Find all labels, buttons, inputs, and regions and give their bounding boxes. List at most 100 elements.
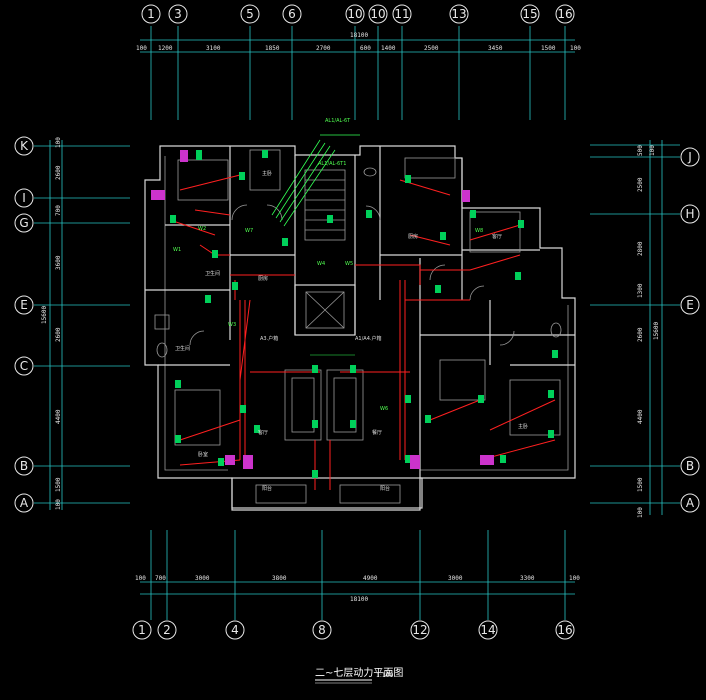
- svg-text:W8: W8: [475, 228, 483, 234]
- svg-text:客厅: 客厅: [258, 429, 268, 436]
- svg-text:E: E: [20, 298, 28, 312]
- svg-text:AL1/AL-6T1: AL1/AL-6T1: [318, 161, 346, 167]
- axis-bubble-icon: J: [680, 147, 700, 167]
- svg-text:100: 100: [55, 137, 62, 148]
- axis-bubble-icon: H: [680, 204, 700, 224]
- outlet-icon: [196, 150, 202, 160]
- svg-text:700: 700: [155, 575, 166, 582]
- svg-text:主卧: 主卧: [262, 170, 272, 177]
- svg-text:10: 10: [347, 7, 362, 21]
- svg-text:餐厅: 餐厅: [372, 429, 382, 436]
- outlet-icon: [500, 455, 506, 463]
- outlet-icon: [312, 365, 318, 373]
- axis-bubble-icon: 13: [449, 4, 469, 24]
- svg-text:A: A: [686, 496, 695, 510]
- svg-text:1300: 1300: [637, 283, 644, 298]
- room-labels: 卫生间 厨房 阳台 卧室 客厅 主卧 餐厅 卫生间 厨房 主卧 客厅 阳台: [175, 170, 528, 492]
- svg-text:W5: W5: [345, 261, 353, 267]
- svg-text:600: 600: [360, 45, 371, 52]
- panel-box-icon: [225, 455, 235, 465]
- svg-text:1500: 1500: [637, 477, 644, 492]
- axis-bubble-icon: G: [14, 213, 34, 233]
- svg-text:15: 15: [522, 7, 537, 21]
- svg-text:B: B: [686, 459, 694, 473]
- outlet-icon: [254, 425, 260, 433]
- axis-bubble-icon: 6: [282, 4, 302, 24]
- svg-text:11: 11: [394, 7, 409, 21]
- outlet-icon: [366, 210, 372, 218]
- svg-text:18100: 18100: [350, 596, 368, 603]
- outlet-icon: [548, 430, 554, 438]
- svg-text:W7: W7: [245, 228, 253, 234]
- outlet-icon: [239, 172, 245, 180]
- outlet-icon: [425, 415, 431, 423]
- grid-lines: [34, 26, 680, 620]
- svg-text:3100: 3100: [206, 45, 221, 52]
- axis-bubble-icon: 1: [132, 620, 152, 640]
- outlet-icon: [240, 405, 246, 413]
- svg-text:100: 100: [136, 45, 147, 52]
- svg-text:2600: 2600: [637, 327, 644, 342]
- axis-bubble-icon: 10: [345, 4, 365, 24]
- axis-bubble-icon: I: [14, 188, 34, 208]
- svg-text:2600: 2600: [55, 165, 62, 180]
- axis-bubble-icon: C: [14, 356, 34, 376]
- svg-text:100: 100: [637, 507, 644, 518]
- outlet-icon: [435, 285, 441, 293]
- axis-bubble-icon: 4: [225, 620, 245, 640]
- bottom-dimensions: 100 700 3000 3800 4900 3000 3300 100 181…: [135, 575, 580, 603]
- svg-text:J: J: [687, 150, 692, 164]
- panel-box-icon: [151, 190, 165, 200]
- svg-text:厨房: 厨房: [258, 275, 268, 282]
- svg-text:I: I: [22, 191, 26, 205]
- svg-text:16: 16: [557, 7, 572, 21]
- svg-text:3600: 3600: [55, 255, 62, 270]
- axis-bubble-icon: A: [680, 493, 700, 513]
- axis-bubble-icon: 14: [478, 620, 498, 640]
- svg-text:W4: W4: [317, 261, 325, 267]
- svg-text:10: 10: [370, 7, 385, 21]
- panels: [151, 150, 494, 469]
- svg-text:客厅: 客厅: [492, 233, 502, 240]
- svg-text:4900: 4900: [363, 575, 378, 582]
- outlet-icon: [262, 150, 268, 158]
- svg-text:16: 16: [557, 623, 572, 637]
- svg-text:100: 100: [649, 145, 656, 156]
- svg-text:4400: 4400: [637, 409, 644, 424]
- svg-text:A3.户箱: A3.户箱: [260, 335, 278, 342]
- svg-text:主卧: 主卧: [518, 423, 528, 430]
- axis-bubble-icon: 11: [392, 4, 412, 24]
- svg-text:2800: 2800: [637, 241, 644, 256]
- svg-text:13: 13: [451, 7, 466, 21]
- svg-text:卧室: 卧室: [198, 451, 208, 458]
- outlet-icon: [518, 220, 524, 228]
- svg-text:8: 8: [318, 623, 326, 637]
- axis-bubble-icon: B: [14, 456, 34, 476]
- bottom-axis-bubbles: 1 2 4 8 12 14 16: [132, 620, 575, 640]
- svg-text:G: G: [19, 216, 28, 230]
- outlet-icon: [312, 420, 318, 428]
- outlet-icon: [440, 232, 446, 240]
- axis-bubble-icon: 2: [157, 620, 177, 640]
- axis-bubble-icon: 8: [312, 620, 332, 640]
- outlet-icon: [205, 295, 211, 303]
- svg-text:14: 14: [480, 623, 495, 637]
- svg-text:卫生间: 卫生间: [175, 345, 190, 352]
- outlet-icon: [515, 272, 521, 280]
- svg-text:2600: 2600: [55, 327, 62, 342]
- panel-box-icon: [480, 455, 494, 465]
- outlet-icon: [232, 282, 238, 290]
- outlet-icon: [548, 390, 554, 398]
- outlet-icon: [175, 435, 181, 443]
- svg-text:500: 500: [637, 145, 644, 156]
- axis-bubble-icon: A: [14, 493, 34, 513]
- outlet-icon: [350, 420, 356, 428]
- outlet-icon: [470, 210, 476, 218]
- svg-text:H: H: [685, 207, 694, 221]
- axis-bubble-icon: E: [680, 295, 700, 315]
- panel-box-icon: [180, 150, 188, 162]
- svg-text:W1: W1: [173, 247, 181, 253]
- svg-text:C: C: [20, 359, 28, 373]
- svg-text:3300: 3300: [520, 575, 535, 582]
